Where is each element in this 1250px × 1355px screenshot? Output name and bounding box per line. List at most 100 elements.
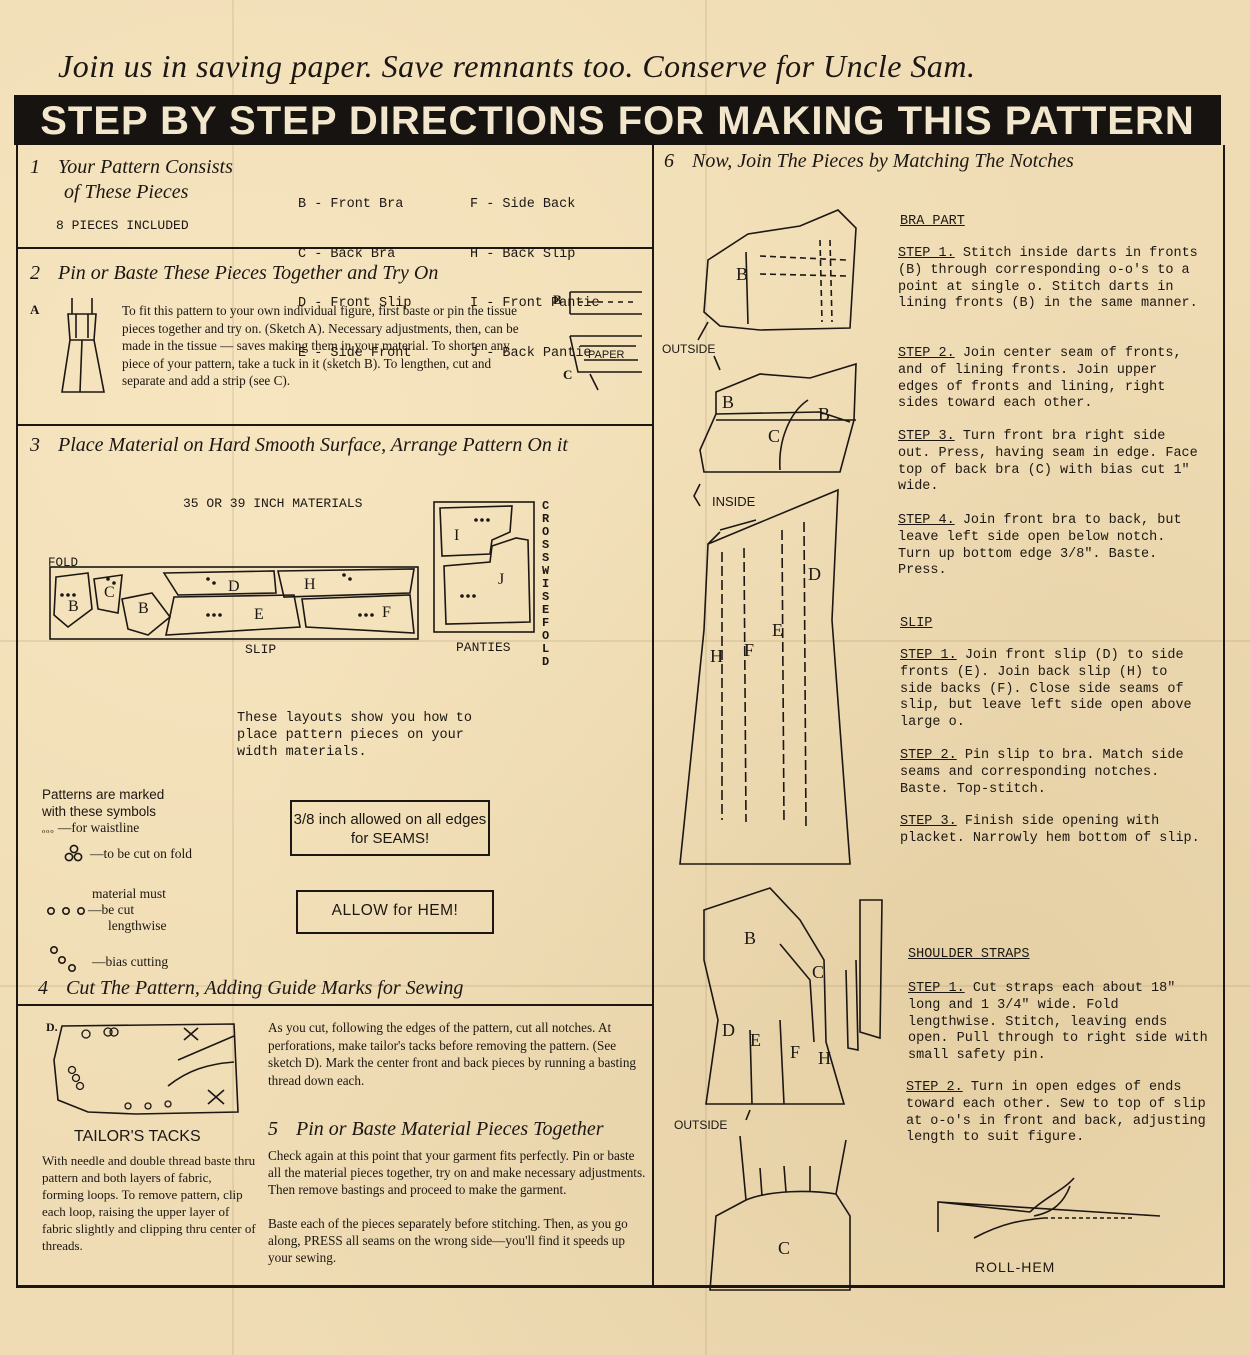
section-6-heading: 6 Now, Join The Pieces by Matching The No…	[664, 150, 1074, 173]
slip-label: SLIP	[245, 642, 277, 657]
step-text: Turn front bra right side out. Press, ha…	[898, 429, 1198, 495]
materials-width: 35 OR 39 INCH MATERIALS	[183, 496, 363, 511]
roll-hem-sketch	[937, 1177, 1161, 1239]
step-label: STEP 2.	[906, 1080, 963, 1095]
symbols-title: Patterns are marked with these symbols	[42, 787, 165, 819]
step-text: Cut straps each about 18" long and 1 3/4…	[908, 981, 1208, 1064]
section-number: 1	[30, 156, 40, 178]
bra-step-4: STEP 4. Join front bra to back, but leav…	[898, 513, 1198, 580]
slip-step-3: STEP 3. Finish side opening with placket…	[900, 814, 1200, 848]
section-1-heading: 1 Your Pattern Consists	[30, 156, 233, 179]
section-5-heading: 5 Pin or Baste Material Pieces Together	[268, 1118, 604, 1141]
fold-crease	[232, 0, 234, 1355]
section-3-heading: 3 Place Material on Hard Smooth Surface, …	[30, 434, 568, 457]
step-label: STEP 1.	[898, 246, 955, 261]
slip-layout-diagram: B C D H B E F	[49, 566, 419, 640]
tailors-tacks-body: With needle and double thread baste thru…	[42, 1153, 256, 1253]
drawing-label: E	[750, 1030, 761, 1050]
section-title: Pin or Baste These Pieces Together and T…	[58, 262, 439, 284]
piece-item: J - Back Pantie	[470, 345, 592, 361]
step-label: STEP 3.	[898, 429, 955, 444]
section-title: Pin or Baste Material Pieces Together	[296, 1118, 604, 1140]
bias-symbol	[49, 945, 76, 972]
piece-label: F	[382, 604, 391, 621]
section-divider	[16, 247, 653, 249]
step-label: STEP 1.	[908, 981, 965, 996]
layout-note: These layouts show you how to place patt…	[237, 711, 472, 760]
drawing-label: C	[778, 1238, 790, 1258]
step-label: STEP 4.	[898, 513, 955, 528]
sketch-a-label: A	[30, 302, 40, 317]
fold-crease	[0, 985, 1250, 987]
section-title: Cut The Pattern, Adding Guide Marks for …	[66, 977, 464, 999]
sketch-b-tuck	[569, 291, 642, 315]
piece-list-2: F - Side Back H - Back Slip I - Front Pa…	[470, 164, 600, 379]
shoulder-straps-heading: SHOULDER STRAPS	[908, 947, 1030, 962]
piece-label: B	[68, 598, 79, 615]
hem-allowance-box: ALLOW for HEM!	[296, 890, 494, 934]
sketch-c-strip: PAPER	[569, 335, 642, 391]
section-number: 5	[268, 1118, 278, 1140]
outside-label: OUTSIDE	[662, 342, 715, 356]
piece-item: H - Back Slip	[470, 246, 576, 262]
drawing-label: B	[736, 264, 748, 284]
page-title: STEP BY STEP DIRECTIONS FOR MAKING THIS …	[14, 95, 1221, 145]
slogan: Join us in saving paper. Save remnants t…	[58, 48, 976, 84]
drawing-label: H	[818, 1048, 831, 1068]
fold-symbol	[64, 844, 83, 862]
drawing-label: C	[768, 426, 780, 446]
step-text: Join front bra to back, but leave left s…	[898, 513, 1182, 579]
panties-label: PANTIES	[456, 640, 511, 655]
waistline-symbol: ₒₒₒ	[42, 823, 55, 835]
construction-drawings: B OUTSIDE B B C INSIDE H F E D B C D E F…	[662, 209, 883, 1291]
drawing-label: E	[772, 620, 783, 640]
section-number: 2	[30, 262, 40, 284]
lengthwise-symbol	[46, 906, 85, 916]
slip-step-2: STEP 2. Pin slip to bra. Match side seam…	[900, 748, 1200, 798]
piece-label: E	[254, 606, 264, 623]
section-number: 6	[664, 150, 674, 172]
symbol-meaning: material must	[92, 886, 166, 901]
tailors-tacks-sketch	[53, 1023, 239, 1115]
section-title: Your Pattern Consists	[58, 156, 233, 178]
section-divider	[16, 424, 653, 426]
step-label: STEP 3.	[900, 814, 957, 829]
fold-crease	[0, 640, 1250, 642]
section-title: Place Material on Hard Smooth Surface, A…	[58, 434, 568, 456]
paper-strip-label: PAPER	[588, 349, 625, 361]
section-number: 3	[30, 434, 40, 456]
piece-item: F - Side Back	[470, 197, 576, 212]
piece-label: J	[498, 571, 504, 588]
sketch-a-figure	[61, 298, 105, 393]
piece-item: I - Front Pantie	[470, 296, 600, 311]
sketch-b-label: B	[553, 292, 562, 307]
pieces-included: 8 PIECES INCLUDED	[56, 218, 189, 233]
drawing-label: F	[790, 1042, 800, 1062]
section-title: Now, Join The Pieces by Matching The Not…	[692, 150, 1074, 172]
piece-label: D	[228, 578, 240, 595]
drawing-label: B	[722, 392, 734, 412]
slip-heading: SLIP	[900, 616, 933, 631]
section-5-body: Check again at this point that your garm…	[268, 1148, 646, 1197]
piece-list-1: B - Front Bra C - Back Bra D - Front Sli…	[298, 164, 411, 379]
step-text: Pin slip to bra. Match side seams and co…	[900, 748, 1184, 797]
step-label: STEP 2.	[900, 748, 957, 763]
sketch-d-label: D.	[46, 1020, 58, 1034]
piece-item: E - Side Front	[298, 345, 412, 361]
step-text: Join center seam of fronts, and of linin…	[898, 346, 1182, 412]
tailors-tacks-title: TAILOR'S TACKS	[74, 1128, 201, 1145]
strap-step-1: STEP 1. Cut straps each about 18" long a…	[908, 981, 1208, 1065]
step-label: STEP 2.	[898, 346, 955, 361]
section-1-heading-line2: of These Pieces	[64, 181, 189, 203]
step-text: Turn in open edges of ends toward each o…	[906, 1080, 1206, 1146]
slip-step-1: STEP 1. Join front slip (D) to side fron…	[900, 648, 1200, 732]
outside-label-2: OUTSIDE	[674, 1118, 727, 1132]
column-divider	[652, 145, 654, 1285]
piece-item: D - Front Slip	[298, 296, 412, 311]
section-2-body: To fit this pattern to your own individu…	[122, 303, 519, 388]
symbol-meaning: —be cut	[88, 902, 135, 917]
bra-step-2: STEP 2. Join center seam of fronts, and …	[898, 346, 1198, 413]
bra-part-heading: BRA PART	[900, 214, 965, 229]
symbol-meaning: —bias cutting	[92, 954, 169, 969]
